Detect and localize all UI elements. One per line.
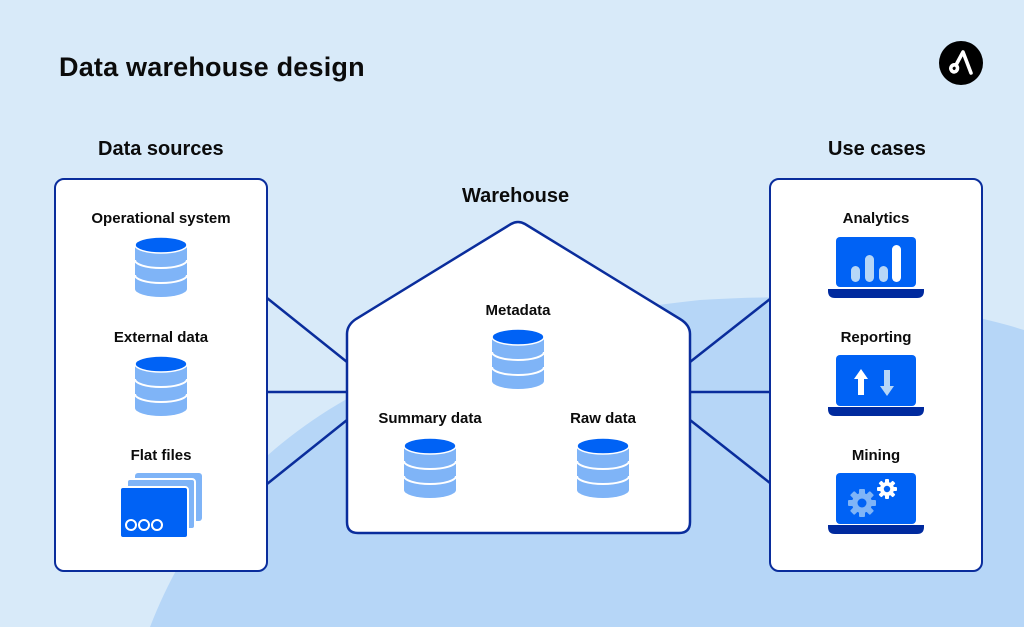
warehouse-item-label: Summary data (378, 410, 482, 427)
data-source-label: External data (113, 329, 209, 346)
database-icon (576, 437, 630, 498)
warehouse-item-label: Raw data (570, 410, 636, 427)
page-title: Data warehouse design (59, 52, 365, 82)
laptop-gears-icon (828, 473, 924, 534)
use-case-label: Analytics (842, 210, 910, 227)
brand-logo-icon (939, 41, 983, 85)
use-case-label: Mining (851, 447, 901, 464)
database-icon (134, 355, 188, 416)
data-source-label: Operational system (91, 210, 231, 227)
database-icon (491, 328, 545, 389)
database-icon (134, 236, 188, 297)
data-source-label: Flat files (130, 447, 192, 464)
flat-files-icon (120, 473, 202, 539)
laptop-up-down-arrows-icon (828, 355, 924, 416)
warehouse-item-label: Metadata (485, 302, 551, 319)
warehouse-heading: Warehouse (462, 185, 570, 207)
database-icon (403, 437, 457, 498)
use-case-label: Reporting (840, 329, 912, 346)
laptop-bar-chart-icon (828, 237, 924, 298)
use-cases-heading: Use cases (828, 138, 926, 160)
data-sources-heading: Data sources (98, 138, 224, 160)
